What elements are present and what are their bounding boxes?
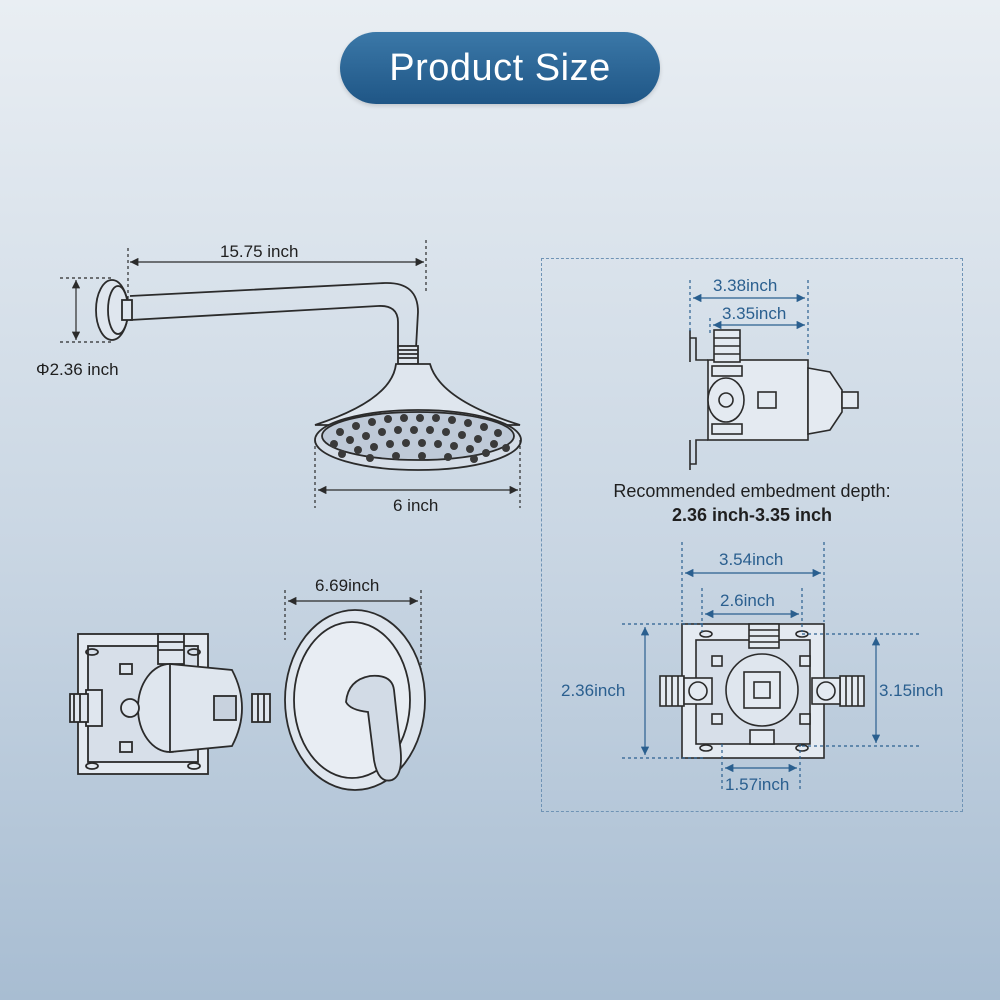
trim-plate-drawing [284, 609, 426, 791]
title-banner: Product Size [340, 32, 660, 104]
front-overall-width-label: 3.54inch [719, 550, 784, 569]
embedment-range: 2.36 inch-3.35 inch [671, 505, 833, 525]
trim-width-label: 6.69inch [315, 576, 380, 595]
side-outer-width-label: 3.38inch [713, 276, 778, 295]
side-inner-width-label: 3.35inch [722, 304, 787, 323]
rough-in-spec-panel [541, 258, 963, 812]
head-diameter-label: 6 inch [393, 496, 439, 515]
flange-diameter-label: Φ2.36 inch [36, 360, 119, 379]
valve-side-view-drawing [689, 329, 859, 470]
front-left-height-label: 2.36inch [561, 681, 626, 700]
arm-length-label: 15.75 inch [220, 242, 299, 261]
embedment-caption: Recommended embedment depth: [613, 481, 891, 501]
valve-body-drawing [69, 633, 271, 775]
front-hole-spacing-label: 2.6inch [720, 591, 775, 610]
shower-arm-drawing [95, 279, 419, 365]
valve-front-view-drawing [659, 623, 865, 759]
shower-nozzles [330, 414, 510, 463]
page-title: Product Size [389, 46, 611, 89]
front-right-height-label: 3.15inch [879, 681, 944, 700]
front-bottom-width-label: 1.57inch [725, 775, 790, 794]
